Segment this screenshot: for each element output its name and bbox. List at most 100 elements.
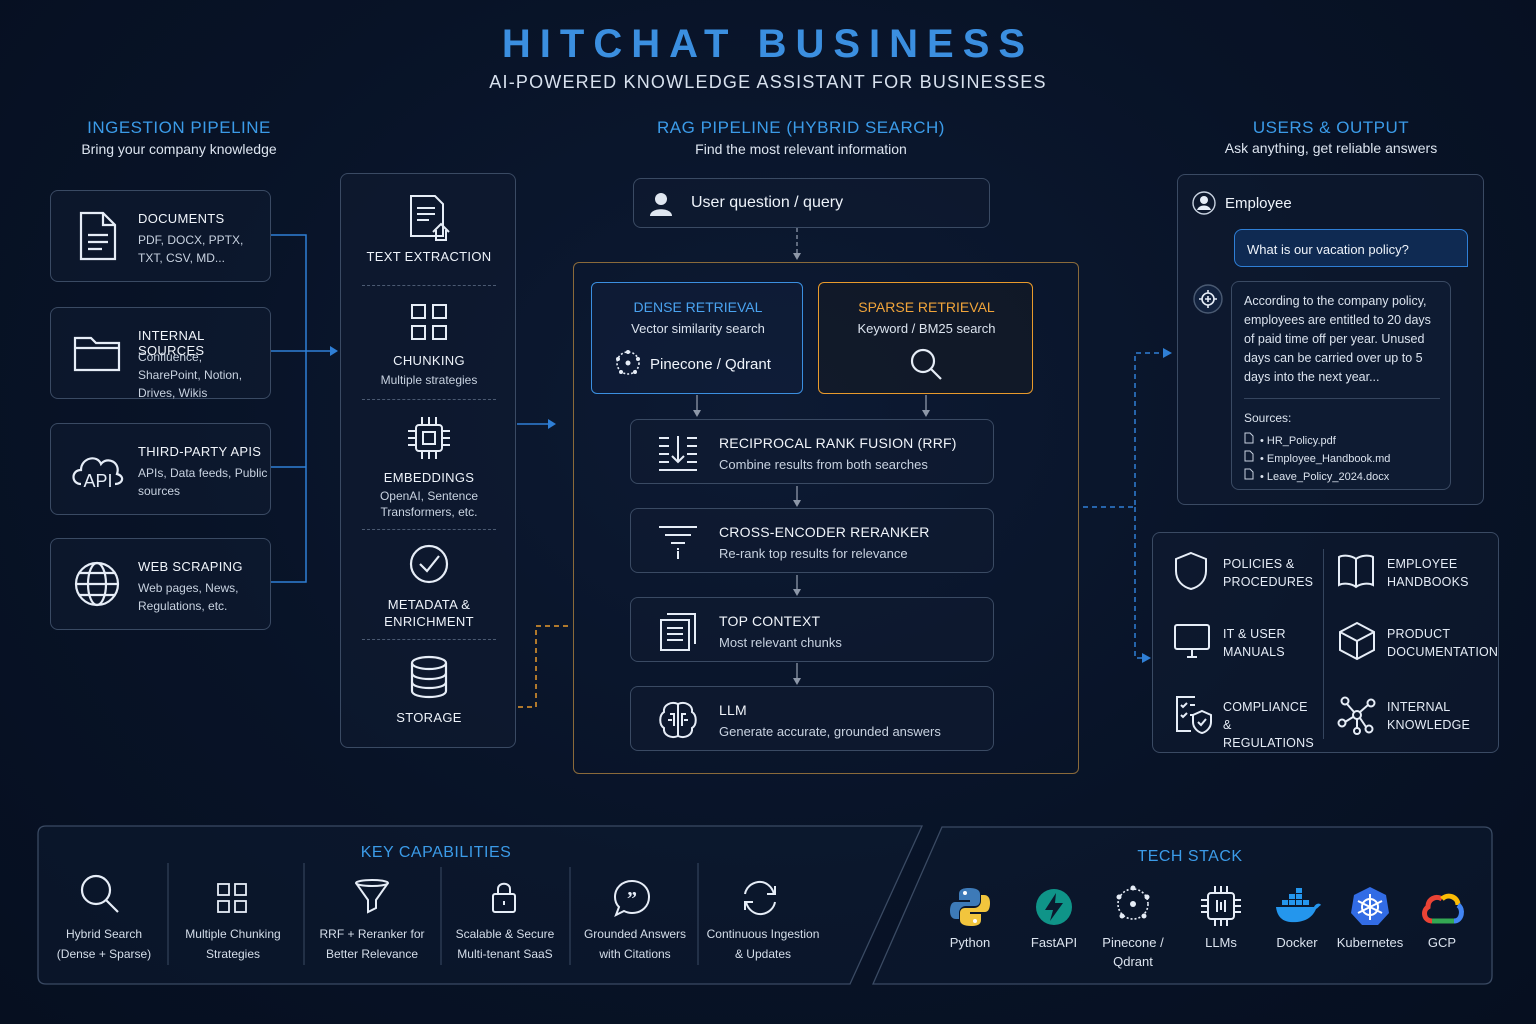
source-link-3[interactable]: • Leave_Policy_2024.docx	[1244, 467, 1389, 485]
source-desc: APIs, Data feeds, Public sources	[138, 466, 268, 498]
user-icon	[650, 193, 672, 216]
source-name: • Employee_Handbook.md	[1260, 453, 1391, 465]
checklist-shield-icon	[1176, 696, 1212, 735]
svg-text:”: ”	[627, 888, 637, 910]
llm-step[interactable]: LLM Generate accurate, grounded answers	[630, 686, 994, 751]
source-desc: PDF, DOCX, PPTX, TXT, CSV, MD...	[138, 233, 244, 265]
source-internal[interactable]: INTERNAL SOURCES Confluence, SharePoint,…	[50, 307, 271, 400]
source-apis[interactable]: API THIRD-PARTY APIS APIs, Data feeds, P…	[50, 423, 271, 515]
sources-label: Sources:	[1244, 411, 1292, 425]
tech-fastapi: FastAPI	[1019, 933, 1089, 952]
step-chunking[interactable]: CHUNKING Multiple strategies	[341, 302, 517, 388]
step-label: STORAGE	[396, 710, 462, 725]
source-link-2[interactable]: • Employee_Handbook.md	[1244, 449, 1390, 467]
ingestion-subheading: Bring your company knowledge	[81, 141, 277, 157]
page-title: HITCHAT BUSINESS	[501, 22, 1035, 66]
capability-line2: with Citations	[599, 947, 671, 961]
step-label: CHUNKING	[393, 353, 465, 368]
category-compliance[interactable]: COMPLIANCE & REGULATIONS	[1223, 700, 1314, 750]
query-box[interactable]: User question / query	[633, 178, 990, 228]
cloud-api-icon: API	[72, 457, 124, 491]
step-desc: Generate accurate, grounded answers	[719, 724, 941, 739]
source-desc: Web pages, News, Regulations, etc.	[138, 581, 239, 613]
source-title: DOCUMENTS	[138, 211, 225, 226]
api-icon-text: API	[83, 471, 112, 491]
step-title: CROSS-ENCODER RERANKER	[719, 524, 930, 540]
knowledge-categories: POLICIES & PROCEDURES EMPLOYEE HANDBOOKS…	[1152, 532, 1499, 753]
category-it-manuals[interactable]: IT & USER MANUALS	[1223, 627, 1286, 659]
tech-line1: LLMs	[1205, 935, 1237, 950]
source-web-scraping[interactable]: WEB SCRAPING Web pages, News, Regulation…	[50, 538, 271, 630]
hybrid-search-icon	[80, 874, 119, 913]
stacked-docs-icon	[660, 613, 696, 651]
answer-bubble: According to the company policy, employe…	[1231, 281, 1451, 490]
source-title: WEB SCRAPING	[138, 559, 243, 574]
tech-line1: Kubernetes	[1336, 935, 1404, 950]
book-icon	[1338, 554, 1374, 589]
tech-python: Python	[935, 933, 1005, 952]
step-storage[interactable]: STORAGE	[341, 655, 517, 725]
step-title: TOP CONTEXT	[719, 613, 821, 629]
step-embeddings[interactable]: EMBEDDINGS OpenAI, Sentence Transformers…	[341, 415, 517, 520]
tech-line1: Python	[949, 935, 991, 950]
source-link-1[interactable]: • HR_Policy.pdf	[1244, 431, 1336, 449]
tech-gcp: GCP	[1407, 933, 1477, 952]
python-icon	[950, 888, 990, 926]
step-text-extraction[interactable]: TEXT EXTRACTION	[341, 192, 517, 264]
capability-line1: Hybrid Search	[65, 927, 143, 941]
quote-bubble-icon: ”	[613, 879, 651, 918]
reranker-step[interactable]: CROSS-ENCODER RERANKER Re-rank top resul…	[630, 508, 994, 573]
step-metadata[interactable]: METADATA & ENRICHMENT	[341, 543, 517, 630]
sparse-retrieval-box[interactable]: SPARSE RETRIEVAL Keyword / BM25 search	[818, 282, 1033, 394]
capability-grounded: Grounded Answers with Citations	[574, 860, 696, 964]
shield-icon	[1175, 551, 1207, 591]
tech-kubernetes: Kubernetes	[1330, 933, 1410, 952]
rag-heading: RAG PIPELINE (HYBRID SEARCH)	[657, 118, 945, 137]
check-circle-icon	[409, 544, 449, 584]
source-documents[interactable]: DOCUMENTS PDF, DOCX, PPTX, TXT, CSV, MD.…	[50, 190, 271, 282]
processing-column: TEXT EXTRACTION CHUNKING Multiple strate…	[340, 173, 516, 748]
chunking-icon	[411, 304, 447, 340]
tech-heading: TECH STACK	[1137, 848, 1243, 865]
rag-subheading: Find the most relevant information	[695, 141, 907, 157]
question-bubble: What is our vacation policy?	[1234, 229, 1468, 267]
users-heading: USERS & OUTPUT	[1252, 118, 1410, 137]
query-text: User question / query	[691, 194, 844, 211]
capability-line1: Multiple Chunking	[185, 927, 281, 941]
source-name: • HR_Policy.pdf	[1260, 435, 1336, 447]
page-subtitle: AI-POWERED KNOWLEDGE ASSISTANT FOR BUSIN…	[489, 72, 1047, 92]
capability-line1: RRF + Reranker for	[319, 927, 425, 941]
step-desc: Re-rank top results for relevance	[719, 546, 908, 561]
docker-icon	[1276, 888, 1321, 923]
assistant-bot-icon	[1193, 284, 1223, 314]
category-product-docs[interactable]: PRODUCT DOCUMENTATION	[1387, 627, 1499, 659]
capability-line2: Better Relevance	[325, 947, 419, 961]
kubernetes-icon	[1351, 887, 1389, 925]
capability-line1: Continuous Ingestion	[706, 927, 820, 941]
rrf-step[interactable]: RECIPROCAL RANK FUSION (RRF) Combine res…	[630, 419, 994, 484]
chip-icon	[408, 417, 450, 459]
tech-line2: Qdrant	[1113, 954, 1153, 969]
category-policies[interactable]: POLICIES & PROCEDURES	[1223, 557, 1314, 589]
top-context-step[interactable]: TOP CONTEXT Most relevant chunks	[630, 597, 994, 662]
monitor-icon	[1174, 624, 1210, 658]
category-internal-knowledge[interactable]: INTERNAL KNOWLEDGE	[1387, 700, 1471, 732]
step-desc: Most relevant chunks	[719, 635, 842, 650]
capabilities-heading: KEY CAPABILITIES	[360, 844, 512, 861]
dense-retrieval-box[interactable]: DENSE RETRIEVAL Vector similarity search…	[591, 282, 803, 394]
filter-icon	[659, 526, 697, 559]
category-handbooks[interactable]: EMPLOYEE HANDBOOKS	[1387, 557, 1469, 589]
capability-line2: Multi-tenant SaaS	[457, 947, 553, 961]
dense-db: Pinecone / Qdrant	[650, 356, 771, 373]
refresh-icon	[744, 880, 776, 916]
step-label: TEXT EXTRACTION	[366, 249, 492, 264]
capability-line1: Grounded Answers	[583, 927, 687, 941]
step-label: METADATA & ENRICHMENT	[384, 597, 474, 629]
file-icon	[1244, 468, 1254, 480]
step-sub: Multiple strategies	[380, 373, 478, 387]
rag-container	[573, 262, 1079, 774]
sparse-title: SPARSE RETRIEVAL	[858, 299, 995, 315]
